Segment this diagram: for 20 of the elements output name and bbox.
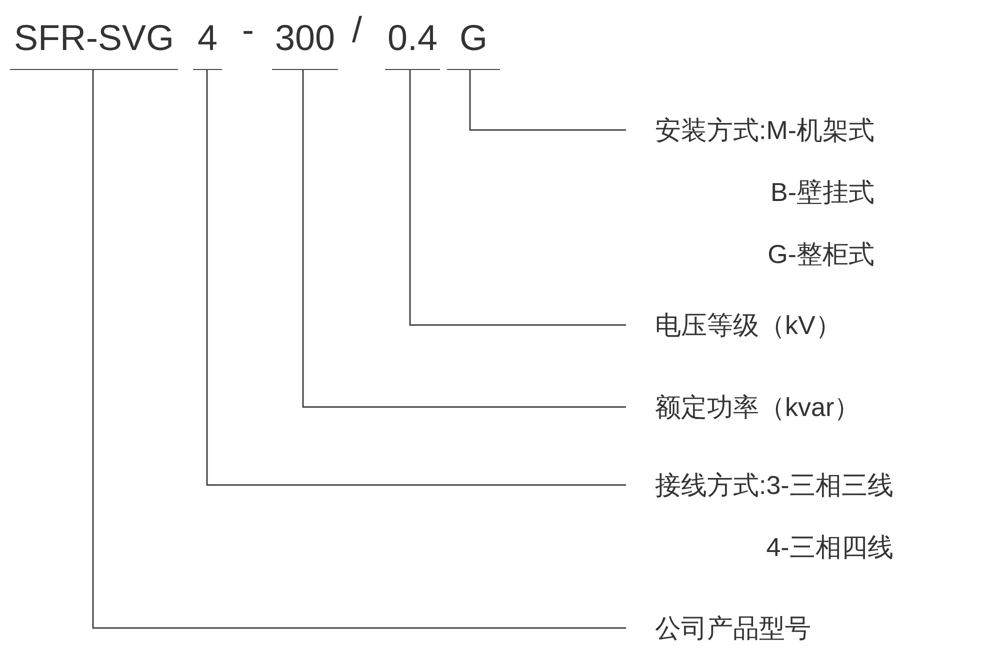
separator-sign: - [242, 8, 254, 52]
leader-line [469, 70, 626, 131]
separator-sign: / [352, 8, 362, 52]
description-text: 安装方式:M-机架式 [655, 115, 875, 145]
description-text: 额定功率（kvar） [626, 392, 860, 422]
leader-line [92, 70, 626, 629]
model-code-part: SFR-SVG [10, 8, 178, 70]
model-code-part: 4 [193, 8, 222, 70]
description-text: 电压等级（kV） [626, 310, 842, 340]
description-text: 4-三相四线 [766, 532, 894, 562]
leader-line [409, 70, 626, 326]
description-text: G-整柜式 [768, 239, 875, 269]
description-text: 公司产品型号 [626, 613, 811, 643]
leader-line [302, 70, 626, 408]
model-code-part: 0.4 [385, 8, 440, 70]
model-code-part: G [447, 8, 500, 70]
model-code-part: 300 [272, 8, 338, 70]
description-text: B-壁挂式 [770, 177, 875, 207]
leader-line [206, 70, 626, 486]
description-text: 接线方式:3-三相三线 [655, 470, 894, 500]
